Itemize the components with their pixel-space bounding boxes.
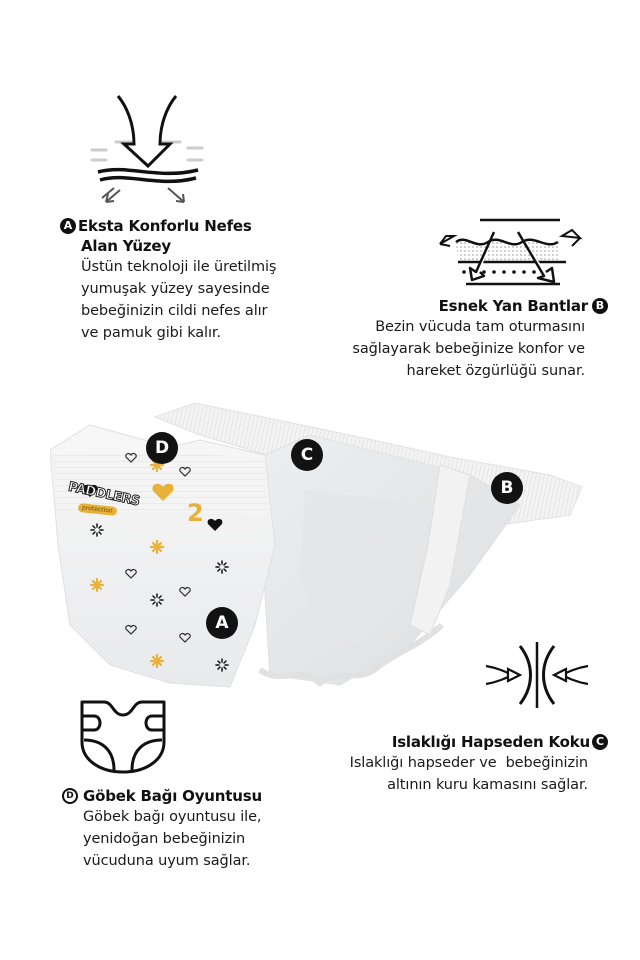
heart-icon — [82, 484, 98, 497]
feature-d-title: Göbek Bağı Oyuntusu — [83, 787, 262, 805]
marker-b: B — [491, 472, 523, 504]
feature-b-desc-3: hareket özgürlüğü sunar. — [406, 363, 586, 379]
marker-d: D — [146, 432, 178, 464]
feature-b-desc-2: sağlayarak bebeğinize konfor ve — [352, 341, 585, 357]
feature-c-desc-1: Islaklığı hapseder ve bebeğinizin — [349, 755, 588, 771]
feature-a-title-line2: Alan Yüzey — [81, 237, 171, 255]
feature-d: D Göbek Bağı Oyuntusu Göbek bağı oyuntus… — [62, 786, 322, 872]
feature-a-title: Eksta Konforlu Nefes — [78, 217, 252, 235]
feature-a-desc-1: Üstün teknoloji ile üretilmiş — [81, 259, 277, 275]
feature-b-desc-1: Bezin vücuda tam oturmasını — [375, 319, 585, 335]
feature-d-desc-3: vücuduna uyum sağlar. — [83, 853, 251, 869]
diaper-product-image: PADDLERS protection 2 D C B A — [49, 395, 590, 695]
feature-c-title: Islaklığı Hapseden Koku — [391, 733, 590, 751]
feature-c-desc-2: altının kuru kamasını sağlar. — [387, 777, 588, 793]
marker-a: A — [206, 607, 238, 639]
feature-c: Islaklığı Hapseden Koku C Islaklığı haps… — [288, 732, 608, 796]
feature-a-desc-3: bebeğinizin cildi nefes alır — [81, 303, 268, 319]
feature-d-desc-1: Göbek bağı oyuntusu ile, — [83, 809, 262, 825]
feature-a: A Eksta Konforlu Nefes Alan Yüzey Üstün … — [60, 216, 330, 344]
breathable-surface-arrow-icon — [88, 88, 208, 206]
feature-a-desc-2: yumuşak yüzey sayesinde — [81, 281, 270, 297]
elastic-side-band-icon — [436, 214, 586, 290]
badge-b: B — [592, 298, 608, 314]
feature-a-desc-4: ve pamuk gibi kalır. — [81, 325, 221, 341]
marker-c: C — [291, 439, 323, 471]
badge-d: D — [62, 788, 78, 804]
feature-b-title: Esnek Yan Bantlar — [438, 297, 589, 315]
feature-d-desc-2: yenidoğan bebeğinizin — [83, 831, 246, 847]
feature-b: Esnek Yan Bantlar B Bezin vücuda tam otu… — [265, 296, 608, 382]
absorbent-core-compress-icon — [482, 640, 592, 710]
heart-icon — [207, 518, 223, 531]
size-number: 2 — [187, 499, 204, 527]
badge-a: A — [60, 218, 76, 234]
badge-c: C — [592, 734, 608, 750]
umbilical-cutout-diaper-icon — [78, 698, 168, 774]
